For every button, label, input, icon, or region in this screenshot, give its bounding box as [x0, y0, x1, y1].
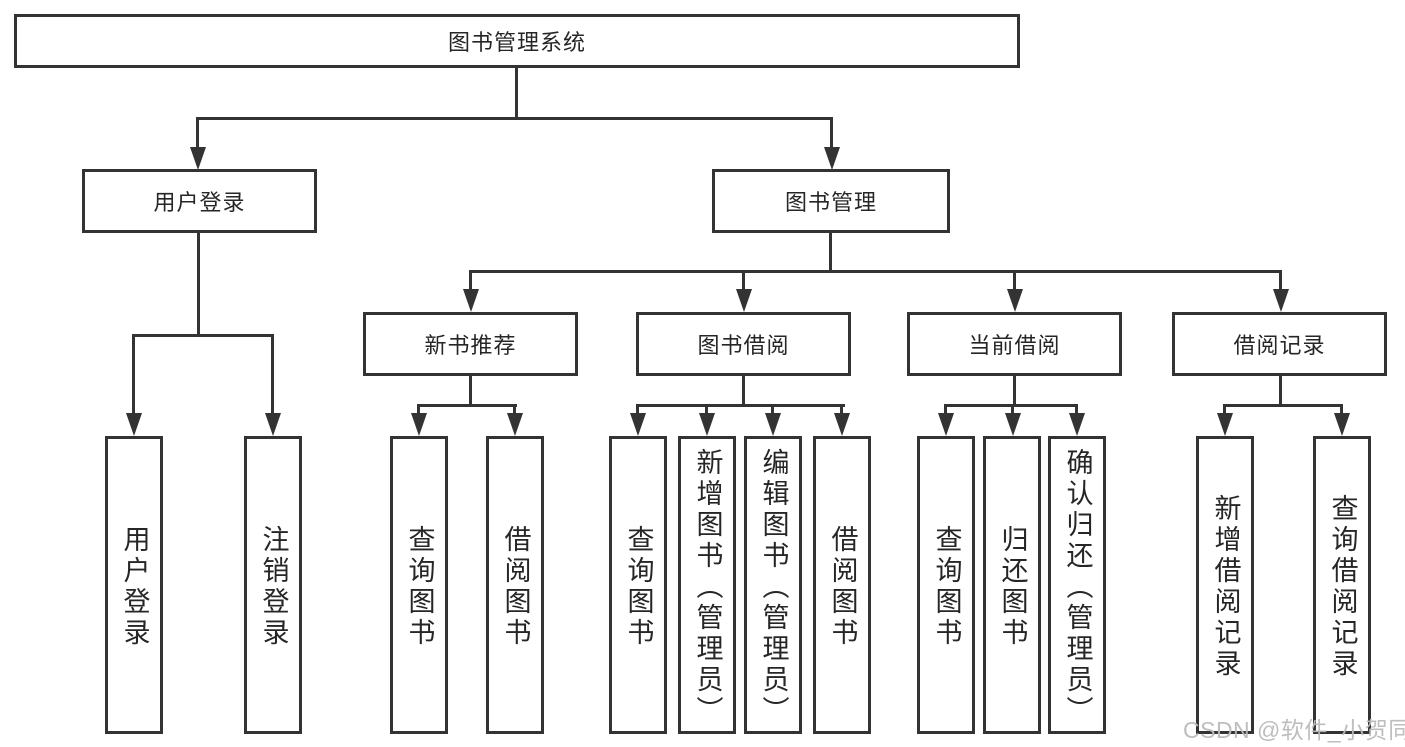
edge-records-trunk — [1279, 376, 1282, 407]
leaf-borrow-query: 查询图书 — [609, 436, 667, 734]
edge-leaf-stem — [636, 404, 639, 416]
arrowhead-icon — [411, 413, 427, 436]
edge-to-logout-leaf — [271, 334, 274, 416]
arrowhead-icon — [699, 413, 715, 436]
arrowhead-icon — [630, 413, 646, 436]
arrowhead-icon — [463, 289, 479, 312]
arrowhead-icon — [765, 413, 781, 436]
arrowhead-icon — [190, 147, 206, 170]
leaf-borrow-add-admin: 新增图书（管理员） — [678, 436, 736, 734]
edge-leaf-stem — [705, 404, 708, 416]
leaf-query-borrow-record: 查询借阅记录 — [1313, 436, 1371, 734]
leaf-return-book: 归还图书 — [983, 436, 1041, 734]
leaf-confirm-return-admin-label: 确认归还（管理员） — [1062, 447, 1093, 727]
arrowhead-icon — [1334, 413, 1350, 436]
leaf-confirm-return-admin: 确认归还（管理员） — [1048, 436, 1106, 734]
edge-to-login-leaf — [132, 334, 135, 416]
arrowhead-icon — [1069, 413, 1085, 436]
edge-leaf-stem — [513, 404, 516, 416]
arrowhead-icon — [1007, 289, 1023, 312]
arrowhead-icon — [1217, 413, 1233, 436]
node-new-book-recommend: 新书推荐 — [363, 312, 578, 376]
node-current-borrow-label: 当前借阅 — [968, 333, 1061, 358]
edge-records-split — [1223, 404, 1343, 407]
edge-leaf-stem — [417, 404, 420, 416]
node-book-borrow: 图书借阅 — [636, 312, 851, 376]
edge-to-records — [1279, 270, 1282, 291]
arrowhead-icon — [938, 413, 954, 436]
leaf-return-book-label: 归还图书 — [997, 525, 1028, 649]
edge-borrow-split — [636, 404, 845, 407]
arrowhead-icon — [507, 413, 523, 436]
leaf-borrow-edit-admin-label: 编辑图书（管理员） — [758, 447, 789, 727]
arrowhead-icon — [126, 413, 142, 436]
arrowhead-icon — [824, 147, 840, 170]
edge-to-borrow — [742, 270, 745, 291]
node-root: 图书管理系统 — [14, 14, 1020, 68]
node-user-login: 用户登录 — [82, 169, 317, 233]
edge-to-book-mgmt — [830, 117, 833, 149]
node-borrow-records-label: 借阅记录 — [1233, 333, 1326, 358]
csdn-watermark: CSDN @软件_小贺同学 — [1183, 717, 1405, 743]
edge-newbook-trunk — [469, 376, 472, 407]
edge-leaf-stem — [1075, 404, 1078, 416]
arrowhead-icon — [265, 413, 281, 436]
arrowhead-icon — [736, 289, 752, 312]
leaf-user-login-label: 用户登录 — [119, 525, 150, 649]
edge-leaf-stem — [1011, 404, 1014, 416]
node-new-book-recommend-label: 新书推荐 — [424, 333, 517, 358]
leaf-logout-label: 注销登录 — [258, 525, 289, 649]
leaf-newbook-borrow: 借阅图书 — [486, 436, 544, 734]
edge-newbook-split — [417, 404, 517, 407]
arrowhead-icon — [834, 413, 850, 436]
edge-leaf-stem — [944, 404, 947, 416]
leaf-borrow-query-label: 查询图书 — [623, 525, 654, 649]
edge-leaf-stem — [1340, 404, 1343, 416]
leaf-newbook-query-label: 查询图书 — [404, 525, 435, 649]
edge-user-split — [132, 334, 274, 337]
node-borrow-records: 借阅记录 — [1172, 312, 1387, 376]
edge-to-newbook — [469, 270, 472, 291]
leaf-add-borrow-record: 新增借阅记录 — [1196, 436, 1254, 734]
leaf-query-borrow-record-label: 查询借阅记录 — [1327, 494, 1358, 680]
edge-user-trunk — [197, 233, 200, 337]
leaf-borrow-edit-admin: 编辑图书（管理员） — [744, 436, 802, 734]
leaf-newbook-borrow-label: 借阅图书 — [500, 525, 531, 649]
leaf-borrow-add-admin-label: 新增图书（管理员） — [692, 447, 723, 727]
edge-root-trunk — [515, 68, 518, 119]
edge-current-trunk — [1013, 376, 1016, 407]
edge-mgmt-split — [469, 270, 1282, 273]
edge-leaf-stem — [1223, 404, 1226, 416]
leaf-newbook-query: 查询图书 — [390, 436, 448, 734]
node-book-borrow-label: 图书借阅 — [697, 333, 790, 358]
edge-borrow-trunk — [742, 376, 745, 407]
leaf-current-query: 查询图书 — [917, 436, 975, 734]
leaf-borrow-book: 借阅图书 — [813, 436, 871, 734]
arrowhead-icon — [1005, 413, 1021, 436]
edge-mgmt-trunk — [829, 233, 832, 273]
leaf-user-login: 用户登录 — [105, 436, 163, 734]
edge-to-user-login — [196, 117, 199, 149]
leaf-add-borrow-record-label: 新增借阅记录 — [1210, 494, 1241, 680]
edge-to-current — [1013, 270, 1016, 291]
arrowhead-icon — [1273, 289, 1289, 312]
node-user-login-label: 用户登录 — [153, 190, 246, 215]
leaf-current-query-label: 查询图书 — [931, 525, 962, 649]
node-root-label: 图书管理系统 — [447, 30, 586, 55]
leaf-logout: 注销登录 — [244, 436, 302, 734]
leaf-borrow-book-label: 借阅图书 — [827, 525, 858, 649]
node-book-management: 图书管理 — [712, 169, 950, 233]
edge-root-split — [196, 117, 833, 120]
node-book-management-label: 图书管理 — [784, 190, 877, 215]
node-current-borrow: 当前借阅 — [907, 312, 1122, 376]
edge-leaf-stem — [771, 404, 774, 416]
edge-leaf-stem — [840, 404, 843, 416]
